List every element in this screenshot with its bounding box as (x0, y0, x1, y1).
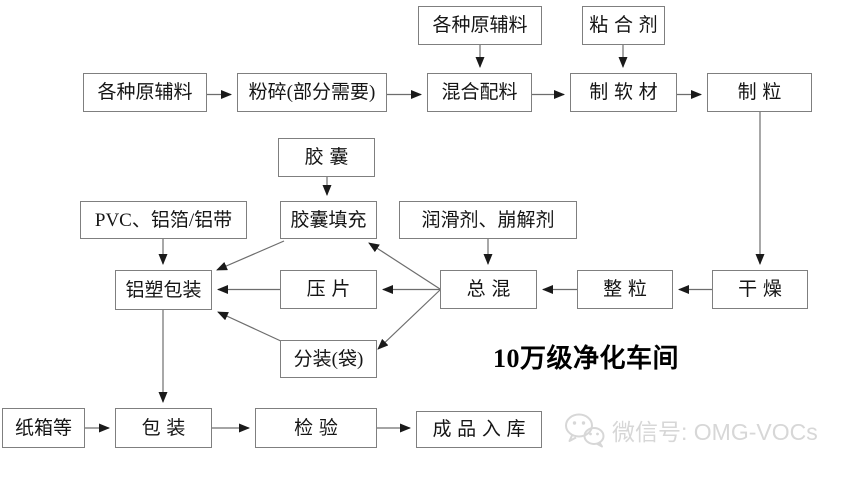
node-packaging: 包装 (115, 408, 212, 448)
watermark: 微信号: OMG-VOCs (563, 412, 818, 448)
watermark-text: 微信号: OMG-VOCs (612, 419, 818, 445)
node-raw-materials-1: 各种原辅料 (83, 73, 207, 112)
node-alu-plastic-packaging: 铝塑包装 (115, 270, 212, 310)
node-soft-material: 制软材 (570, 73, 677, 112)
node-inspection: 检验 (255, 408, 377, 448)
node-warehousing: 成品入库 (416, 411, 542, 448)
node-capsule-filling: 胶囊填充 (280, 201, 377, 239)
node-lubricant-disintegrant: 润滑剂、崩解剂 (399, 201, 577, 239)
node-crushing: 粉碎(部分需要) (237, 73, 387, 112)
wechat-icon (565, 413, 605, 448)
node-capsule: 胶囊 (278, 138, 375, 177)
node-binder: 粘合剂 (582, 6, 665, 45)
cleanroom-caption: 10万级净化车间 (492, 343, 679, 373)
node-final-blend: 总混 (440, 270, 537, 309)
node-carton: 纸箱等 (2, 408, 85, 448)
node-granule-sizing: 整粒 (577, 270, 673, 309)
node-granulation: 制粒 (707, 73, 812, 112)
node-tablet-pressing: 压片 (280, 270, 377, 309)
node-mixing: 混合配料 (427, 73, 532, 112)
node-drying: 干燥 (712, 270, 808, 309)
node-raw-materials-2: 各种原辅料 (418, 6, 542, 45)
node-pvc-foil: PVC、铝箔/铝带 (80, 201, 247, 239)
node-bag-filling: 分装(袋) (280, 340, 377, 378)
